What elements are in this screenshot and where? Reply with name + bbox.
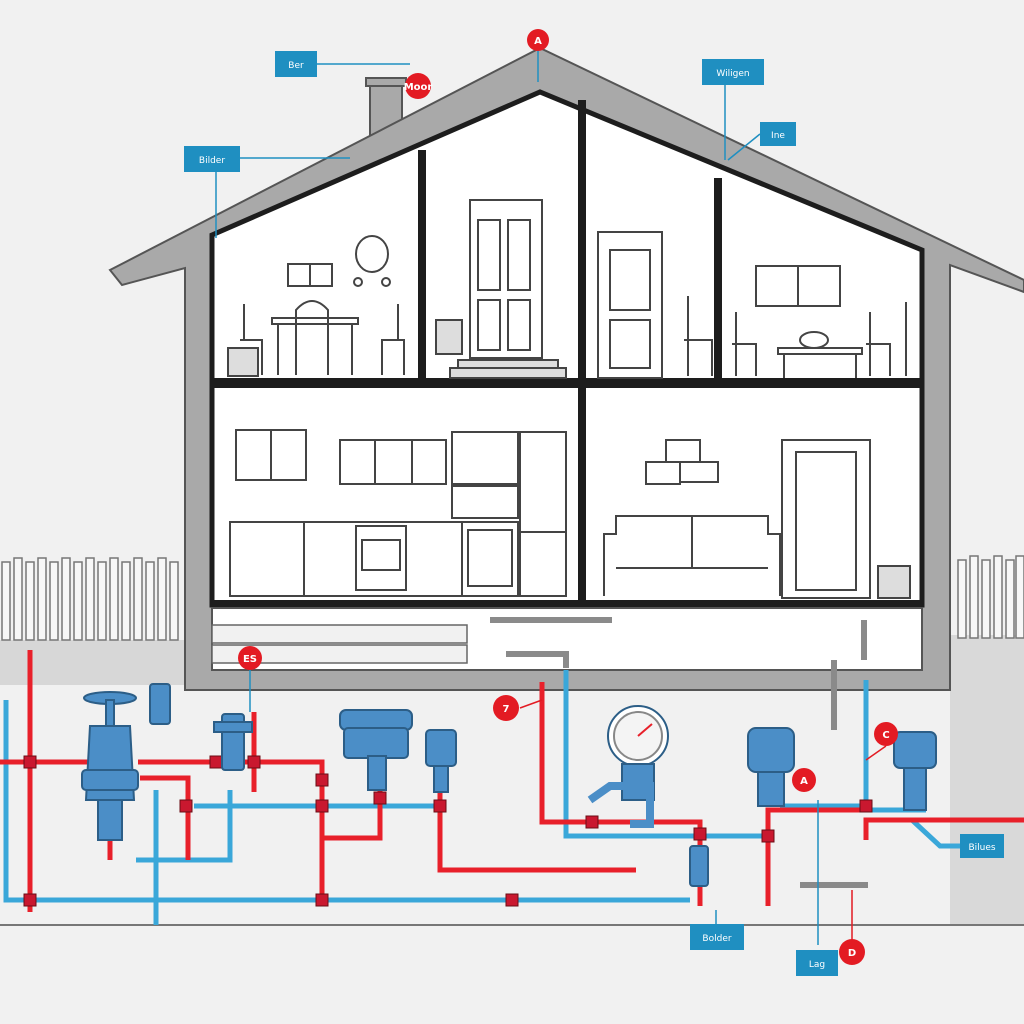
sofa-icon	[603, 515, 781, 596]
plant-pot-icon	[877, 565, 911, 599]
dining-room-upper-left	[227, 235, 405, 377]
marker-right-lower: A	[792, 768, 816, 792]
door-icon-living	[781, 439, 871, 599]
svg-text:Bolder: Bolder	[702, 934, 731, 944]
svg-text:Ber: Ber	[288, 61, 304, 71]
door-icon-upper-middle	[435, 199, 567, 379]
plant-pot-icon	[435, 319, 463, 355]
marker-lines	[519, 699, 887, 940]
fridge-icon	[519, 431, 567, 597]
cold-water-pipes	[3, 670, 960, 925]
svg-text:Bilder: Bilder	[199, 156, 225, 166]
kitchen	[229, 429, 567, 597]
label-bottom-right: Lag	[796, 950, 838, 976]
plant-pot-icon	[227, 347, 259, 377]
label-bottom-center: Bolder	[690, 924, 744, 950]
label-roof-right: Ine	[760, 122, 796, 146]
svg-text:Wiligen: Wiligen	[716, 69, 749, 79]
pressure-gauge-icon	[587, 705, 669, 828]
label-wall-left: Bilder	[184, 146, 240, 172]
marker-right-upper: C	[874, 722, 898, 746]
chair-icon	[295, 300, 329, 375]
water-heater-tank-icon	[339, 709, 413, 791]
ground	[0, 635, 1024, 926]
door-icon-upper-center	[597, 231, 663, 379]
svg-text:D: D	[848, 948, 856, 959]
svg-text:ES: ES	[243, 654, 257, 665]
valve-small-left	[149, 683, 253, 771]
marker-center-riser: 7	[493, 695, 519, 721]
marker-bottom: D	[839, 939, 865, 965]
marker-peak: A	[527, 29, 549, 51]
label-right-pipe: Bilues	[960, 834, 1004, 858]
marker-chimney: Moor	[404, 73, 433, 99]
svg-text:Ine: Ine	[771, 131, 785, 141]
label-upper-right: Wiligen	[702, 59, 764, 85]
valve-small-center	[425, 729, 457, 793]
gate-valve-icon	[81, 691, 139, 841]
fence-icon-left	[1, 557, 179, 641]
dining-room-upper-right	[684, 265, 907, 378]
svg-text:A: A	[800, 776, 808, 787]
fence-icon-right	[957, 555, 1024, 639]
water-meter-icon	[689, 727, 937, 887]
chair-icon	[684, 296, 713, 376]
label-roof-left: Ber	[275, 51, 317, 77]
table-icon	[271, 317, 359, 325]
svg-text:Moor: Moor	[404, 82, 433, 93]
living-room	[603, 439, 911, 599]
svg-text:C: C	[882, 730, 889, 741]
stove-icon	[355, 525, 407, 591]
mirror-icon	[355, 235, 389, 273]
marker-left-valve: ES	[238, 646, 262, 670]
svg-text:Bilues: Bilues	[968, 843, 995, 853]
svg-text:Lag: Lag	[809, 960, 825, 970]
svg-text:A: A	[534, 36, 542, 47]
svg-text:7: 7	[503, 704, 510, 715]
drain-pipes	[490, 617, 868, 888]
leader-lines	[215, 42, 819, 945]
